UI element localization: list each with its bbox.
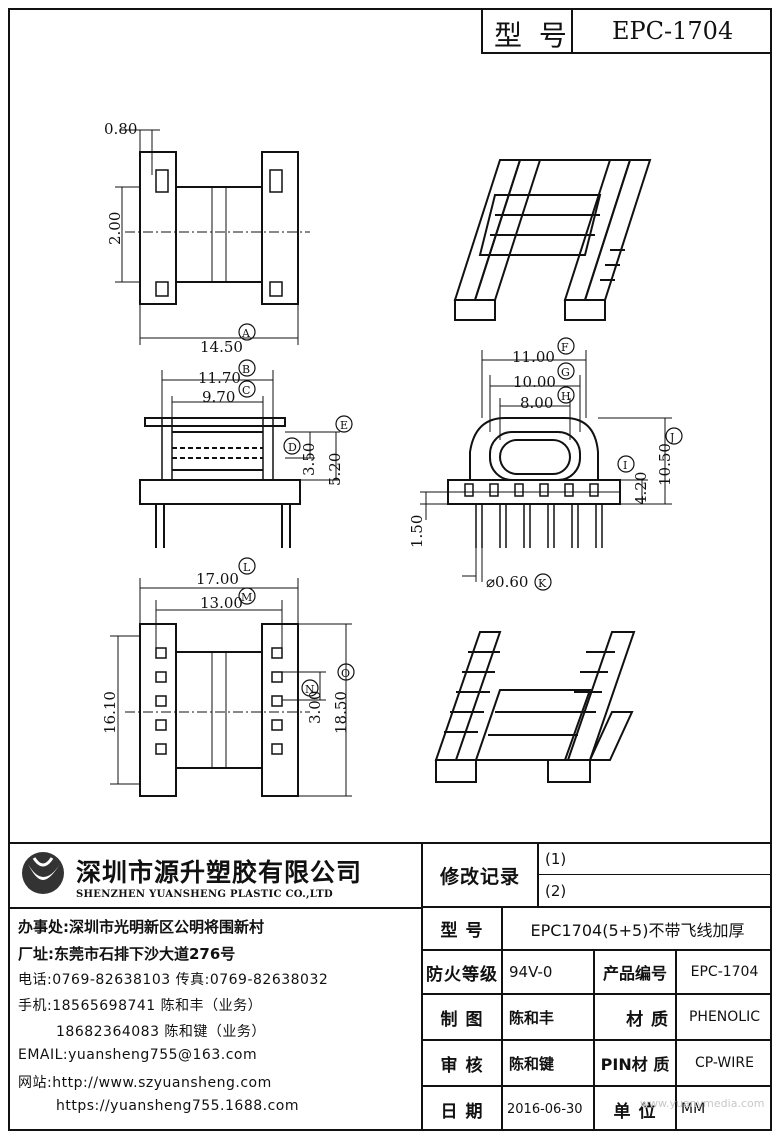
drawn-by-label: 制 图: [440, 1009, 484, 1030]
isometric-view-bottom: [434, 631, 636, 783]
marker-l: L: [243, 561, 251, 574]
header-model-value: EPC-1704: [612, 17, 734, 45]
top-view: [115, 129, 310, 345]
marker-m: M: [241, 591, 252, 604]
table-line-3: [421, 993, 772, 995]
bottom-view: [110, 578, 352, 797]
marker-n: N: [305, 683, 315, 696]
unit-value: MM: [681, 1101, 706, 1117]
block-vertical-divider: [421, 842, 423, 1131]
dim-11-70: 11.70: [198, 369, 241, 387]
table-line-1: [421, 906, 772, 908]
checked-by-label: 审 核: [440, 1055, 484, 1076]
dim-10-50: 10.50: [656, 443, 674, 486]
marker-o: O: [341, 667, 350, 680]
dim-11-00: 11.00: [512, 348, 555, 366]
dim-0-60: ⌀0.60: [486, 573, 528, 591]
dim-2-00: 2.00: [106, 212, 124, 245]
marker-k: K: [538, 577, 547, 590]
table-line-4: [421, 1039, 772, 1041]
company-office: 办事处:深圳市光明新区公明将围新村: [18, 918, 265, 936]
revision-divider-h: [537, 874, 772, 875]
header-model-label: 型 号: [494, 19, 571, 52]
watermark: www.yuanymedia.com: [640, 1097, 765, 1110]
side-view: [139, 370, 340, 548]
product-code-label: 产品编号: [602, 964, 667, 983]
table-line-5: [421, 1085, 772, 1087]
marker-c: C: [242, 384, 250, 397]
company-mobile-2: 18682364083 陈和键（业务）: [56, 1024, 266, 1040]
dim-18-50: 18.50: [332, 691, 350, 734]
table-col-2: [593, 949, 595, 1131]
marker-h: H: [561, 390, 571, 403]
table-line-2: [421, 949, 772, 951]
dim-3-00: 3.00: [306, 691, 324, 724]
header-box: [481, 8, 772, 54]
dim-16-10: 16.10: [101, 691, 119, 734]
marker-f: F: [561, 341, 569, 354]
pin-material-value: CP-WIRE: [695, 1055, 754, 1071]
header-divider: [571, 8, 573, 54]
company-email: EMAIL:yuansheng755@163.com: [18, 1047, 258, 1063]
material-label: 材 质: [626, 1009, 669, 1030]
dim-8-00: 8.00: [520, 394, 553, 412]
marker-d: D: [288, 441, 297, 454]
revision-1: (1): [545, 850, 567, 868]
material-value: PHENOLIC: [688, 1009, 760, 1025]
marker-g: G: [561, 366, 570, 379]
company-web-1: 网站:http://www.szyuansheng.com: [18, 1075, 272, 1091]
isometric-view-top: [453, 159, 652, 321]
company-name-en: SHENZHEN YUANSHENG PLASTIC CO.,LTD: [76, 889, 333, 900]
table-col-1: [501, 906, 503, 1131]
pin-material-label: PIN材 质: [600, 1055, 670, 1074]
dim-3-50: 3.50: [300, 443, 318, 476]
product-code-value: EPC-1704: [690, 964, 759, 980]
revision-2: (2): [545, 882, 567, 900]
marker-a: A: [241, 327, 251, 340]
dim-0-80: 0.80: [104, 120, 137, 138]
dim-9-70: 9.70: [202, 388, 235, 406]
model-label: 型 号: [440, 921, 484, 941]
company-web-2: https://yuansheng755.1688.com: [56, 1098, 299, 1114]
company-logo: [22, 852, 64, 894]
fire-rating-value: 94V-0: [509, 963, 553, 981]
company-mobile-1: 手机:18565698741 陈和丰（业务）: [18, 998, 263, 1014]
drawing-frame: [8, 8, 772, 1131]
date-label: 日 期: [440, 1101, 484, 1122]
dim-1-50: 1.50: [408, 515, 426, 548]
company-factory: 厂址:东莞市石排下沙大道276号: [18, 945, 236, 963]
dim-14-50: 14.50: [200, 338, 243, 356]
table-col-3: [675, 949, 677, 1131]
marker-e: E: [340, 419, 348, 432]
company-phone: 电话:0769-82638103 传真:0769-82638032: [18, 972, 329, 988]
drawing-area: 0.80 2.00 14.50 A 11.70 B 9.70 C 3.50 D …: [101, 120, 683, 797]
company-divider: [8, 907, 421, 909]
marker-j: J: [669, 431, 674, 444]
dim-5-20: 5.20: [326, 453, 344, 486]
unit-label: 单 位: [613, 1101, 657, 1122]
checked-by-value: 陈和键: [509, 1054, 555, 1073]
marker-i: I: [623, 459, 627, 472]
dim-13-00: 13.00: [200, 594, 243, 612]
dim-4-20: 4.20: [632, 472, 650, 505]
drawn-by-value: 陈和丰: [509, 1008, 555, 1027]
bottom-block-line: [8, 842, 772, 844]
fire-rating-label: 防火等级: [426, 964, 498, 985]
marker-b: B: [242, 363, 250, 376]
model-value: EPC1704(5+5)不带飞线加厚: [530, 920, 745, 940]
date-value: 2016-06-30: [507, 1101, 583, 1117]
dim-10-00: 10.00: [513, 373, 556, 391]
dim-17-00: 17.00: [196, 570, 239, 588]
revision-label: 修改记录: [439, 865, 520, 888]
front-view: [420, 350, 672, 582]
company-name-cn: 深圳市源升塑胶有限公司: [76, 858, 363, 887]
